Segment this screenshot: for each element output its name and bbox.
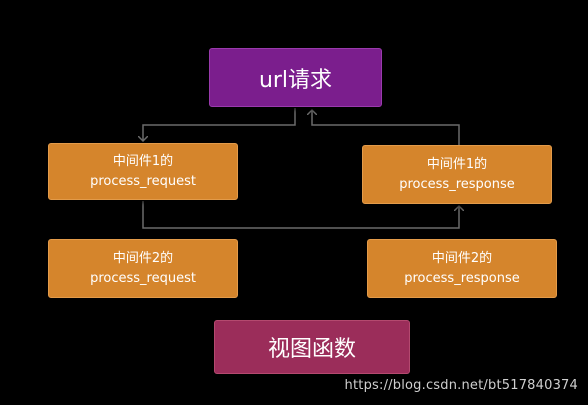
middleware2-process-request-node: 中间件2的 process_request [48, 239, 238, 298]
middleware2-response-line2: process_response [404, 270, 520, 286]
connector-url-to-m1-request [143, 108, 296, 141]
middleware2-process-response-node: 中间件2的 process_response [367, 239, 557, 298]
middleware1-request-line2: process_request [90, 173, 196, 189]
middleware1-response-line1: 中间件1的 [426, 156, 488, 172]
url-request-node: url请求 [209, 48, 382, 107]
middleware2-request-line1: 中间件2的 [112, 250, 174, 266]
middleware2-request-line2: process_request [90, 270, 196, 286]
view-function-label: 视图函数 [267, 337, 356, 362]
view-function-node: 视图函数 [214, 320, 410, 374]
middleware1-request-line1: 中间件1的 [112, 153, 174, 169]
middleware1-process-response-node: 中间件1的 process_response [362, 145, 552, 204]
middleware1-response-line2: process_response [399, 176, 515, 192]
watermark-url: https://blog.csdn.net/bt517840374 [344, 378, 578, 393]
url-request-label: url请求 [258, 67, 333, 93]
connector-m1-request-to-m1-response [142, 201, 459, 229]
middleware2-response-line1: 中间件2的 [431, 250, 493, 266]
middleware1-process-request-node: 中间件1的 process_request [48, 143, 238, 200]
connector-m1-response-to-url [312, 110, 460, 145]
